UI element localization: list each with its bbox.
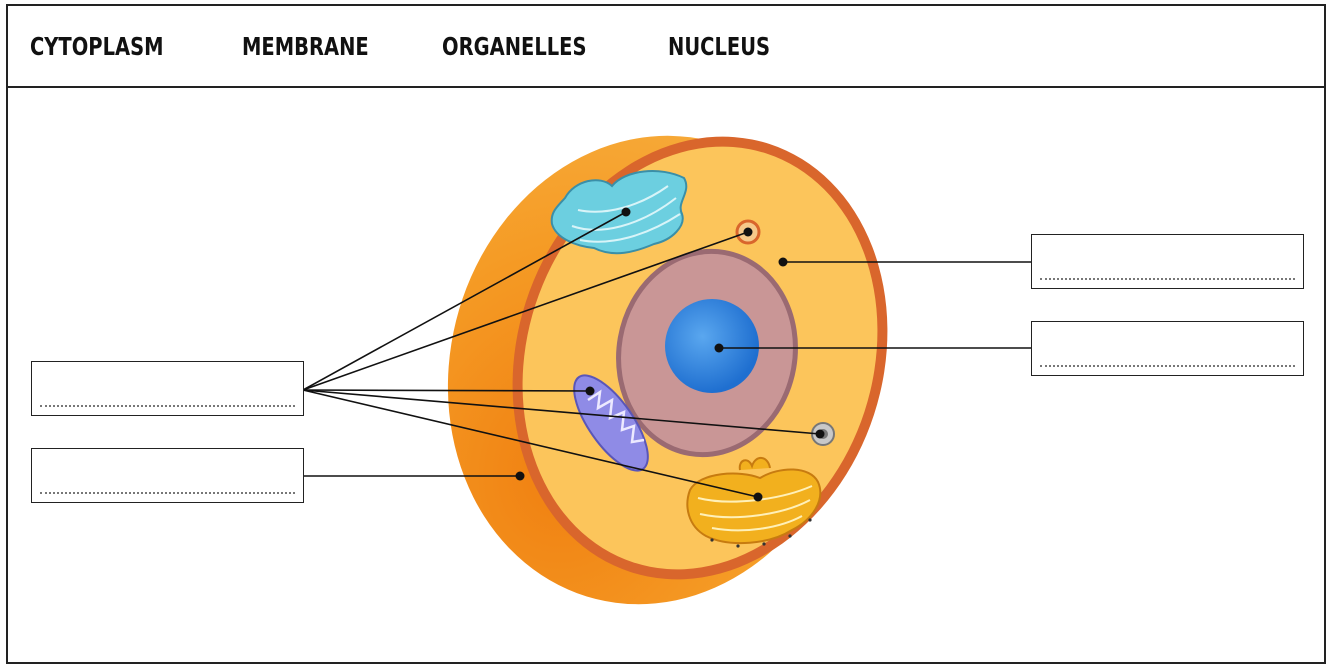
answer-box-membrane[interactable] [31, 448, 304, 503]
answer-box-nucleus[interactable] [1031, 321, 1304, 376]
answer-box-organelles[interactable] [31, 361, 304, 416]
answer-dotted-line [1040, 365, 1295, 367]
answer-dotted-line [40, 492, 295, 494]
answer-dotted-line [40, 405, 295, 407]
answer-box-cytoplasm[interactable] [1031, 234, 1304, 289]
answer-dotted-line [1040, 278, 1295, 280]
nucleolus [665, 299, 759, 393]
